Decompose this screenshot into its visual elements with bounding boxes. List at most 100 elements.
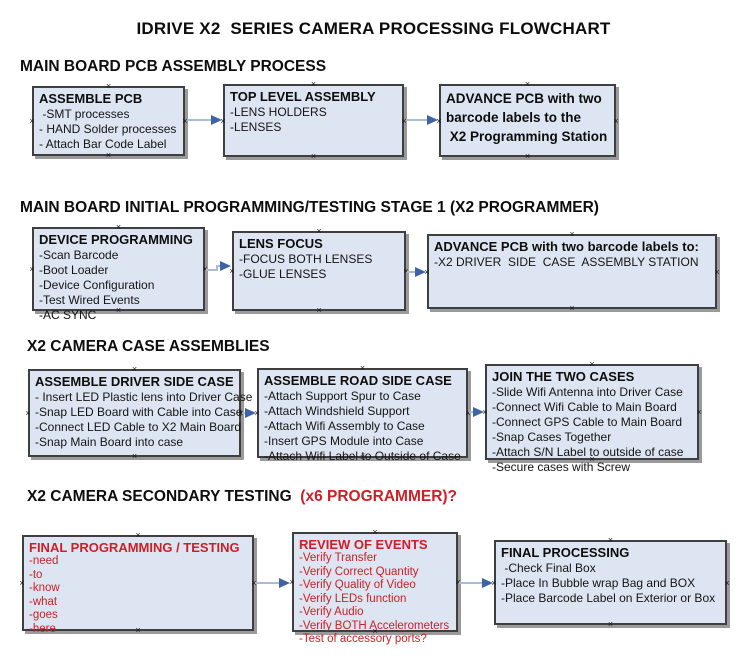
- node-title: LENS FOCUS: [239, 236, 323, 251]
- node-line: -SMT processes: [39, 107, 130, 121]
- node-line: -Verify BOTH Accelerometers: [299, 619, 450, 632]
- connector-handle-icon: ×: [714, 266, 720, 277]
- node-review-of-events: REVIEW OF EVENTS -Verify Transfer -Verif…: [289, 527, 460, 646]
- node-title: ASSEMBLE PCB: [39, 91, 143, 106]
- connector-handle-icon: ×: [310, 151, 317, 161]
- connector-handle-icon: ×: [696, 407, 702, 417]
- node-line: -LENSES: [230, 120, 282, 134]
- node-advance-pcb-case-assembly: ADVANCE PCB with two barcode labels to: …: [424, 229, 719, 313]
- connector-handle-icon: ×: [524, 151, 531, 161]
- connector-handle-icon: ×: [182, 116, 188, 126]
- connector-handle-icon: ×: [589, 359, 595, 369]
- flow-arrow: [459, 578, 493, 588]
- node-assemble-pcb: ASSEMBLE PCB -SMT processes - HAND Solde…: [29, 81, 187, 160]
- connector-handle-icon: ×: [105, 150, 112, 160]
- connector-handle-icon: ×: [424, 266, 430, 277]
- connector-handle-icon: ×: [316, 305, 322, 315]
- node-line: -Attach Wifi Label to Outside of Case: [264, 449, 461, 463]
- flow-arrow: [406, 115, 438, 125]
- node-line: -to: [29, 568, 43, 581]
- section-heading-secondary-testing-red: (x6 PROGRAMMER)?: [300, 488, 458, 505]
- connector-handle-icon: ×: [436, 115, 442, 126]
- connector-handle-icon: ×: [403, 266, 409, 276]
- node-line: -Verify Correct Quantity: [299, 565, 419, 578]
- node-title: ASSEMBLE DRIVER SIDE CASE: [35, 374, 234, 389]
- node-line: -Snap Cases Together: [492, 430, 612, 444]
- node-title: FINAL PROGRAMMING / TESTING: [29, 540, 240, 555]
- node-line: -goes: [29, 609, 58, 621]
- node-line: -Snap Main Board into case: [35, 435, 184, 449]
- connector-handle-icon: ×: [289, 577, 295, 587]
- connector-handle-icon: ×: [607, 619, 614, 629]
- node-line: -Verify Transfer: [299, 552, 377, 564]
- node-line: -AC SYNC: [39, 308, 97, 322]
- node-join-the-two-cases: JOIN THE TWO CASES -Slide Wifi Antenna i…: [482, 359, 701, 475]
- connector-handle-icon: ×: [569, 229, 575, 239]
- node-title: ASSEMBLE ROAD SIDE CASE: [264, 373, 452, 388]
- node-line: - Insert LED Plastic lens into Driver Ca…: [35, 390, 253, 404]
- flow-arrow: [255, 578, 290, 588]
- connector-handle-icon: ×: [19, 578, 25, 588]
- connector-handle-icon: ×: [115, 222, 122, 232]
- node-line: -need: [29, 555, 59, 567]
- node-line: -Test of accessory ports?: [299, 633, 427, 645]
- node-line: -Device Configuration: [39, 278, 155, 292]
- connector-handle-icon: ×: [131, 364, 138, 374]
- node-line: -Connect Wifi Cable to Main Board: [492, 400, 677, 414]
- section-heading-initial-programming: MAIN BOARD INITIAL PROGRAMMING/TESTING S…: [20, 199, 599, 216]
- connector-handle-icon: ×: [131, 451, 138, 461]
- node-line: -Connect LED Cable to X2 Main Board: [35, 420, 242, 434]
- page-title: IDRIVE X2 SERIES CAMERA PROCESSING FLOWC…: [136, 19, 611, 38]
- node-title: FINAL PROCESSING: [501, 545, 630, 560]
- node-line: -Scan Barcode: [39, 248, 119, 262]
- connector-handle-icon: ×: [613, 115, 619, 126]
- node-title: ADVANCE PCB with two barcode labels to t…: [446, 91, 608, 144]
- connector-handle-icon: ×: [524, 79, 531, 89]
- node-final-processing: FINAL PROCESSING -Check Final Box -Place…: [491, 535, 729, 629]
- flow-arrow: [469, 407, 484, 417]
- connector-handle-icon: ×: [25, 408, 31, 418]
- connector-handle-icon: ×: [372, 527, 378, 537]
- node-line: -GLUE LENSES: [239, 267, 327, 281]
- node-line: -what: [29, 595, 58, 608]
- connector-handle-icon: ×: [310, 79, 317, 89]
- section-heading-pcb-assembly: MAIN BOARD PCB ASSEMBLY PROCESS: [20, 58, 327, 75]
- connector-handle-icon: ×: [359, 363, 366, 373]
- connector-handle-icon: ×: [229, 266, 235, 276]
- section-heading-case-assemblies: X2 CAMERA CASE ASSEMBLIES: [27, 338, 270, 355]
- node-line: -Insert GPS Module into Case: [264, 434, 424, 448]
- node-line: -Secure cases with Screw: [492, 460, 631, 474]
- node-assemble-driver-side-case: ASSEMBLE DRIVER SIDE CASE - Insert LED P…: [25, 364, 253, 461]
- node-line: - Attach Bar Code Label: [39, 137, 167, 151]
- node-line: -know: [29, 582, 60, 594]
- connector-handle-icon: ×: [482, 407, 488, 417]
- node-top-level-assembly: TOP LEVEL ASSEMBLY -LENS HOLDERS -LENSES…: [220, 79, 406, 161]
- node-line: -LENS HOLDERS: [230, 105, 327, 119]
- node-line: -Verify Audio: [299, 606, 364, 618]
- connector-handle-icon: ×: [316, 226, 322, 236]
- connector-handle-icon: ×: [401, 115, 407, 126]
- node-line: -Verify LEDs function: [299, 592, 407, 605]
- node-line: -Slide Wifi Antenna into Driver Case: [492, 385, 683, 399]
- connector-handle-icon: ×: [105, 81, 112, 91]
- connector-handle-icon: ×: [465, 408, 471, 418]
- connector-handle-icon: ×: [220, 115, 226, 126]
- connector-handle-icon: ×: [607, 535, 614, 545]
- connector-handle-icon: ×: [491, 577, 497, 588]
- flow-arrow: [407, 267, 426, 277]
- node-line: -Connect GPS Cable to Main Board: [492, 415, 683, 429]
- node-title: REVIEW OF EVENTS: [299, 537, 428, 552]
- node-title: DEVICE PROGRAMMING: [39, 232, 193, 247]
- node-line: -here: [29, 622, 56, 635]
- connector-handle-icon: ×: [455, 577, 461, 587]
- flow-arrow: [242, 408, 256, 418]
- connector-handle-icon: ×: [724, 577, 730, 588]
- connector-handle-icon: ×: [135, 530, 141, 540]
- node-line: -Boot Loader: [39, 263, 109, 277]
- node-device-programming: DEVICE PROGRAMMING -Scan Barcode -Boot L…: [29, 222, 207, 323]
- node-line: -Check Final Box: [501, 561, 596, 575]
- node-lens-focus: LENS FOCUS -FOCUS BOTH LENSES -GLUE LENS…: [229, 226, 408, 315]
- node-line: -Verify Quality of Video: [299, 579, 416, 591]
- node-line: -FOCUS BOTH LENSES: [239, 252, 373, 266]
